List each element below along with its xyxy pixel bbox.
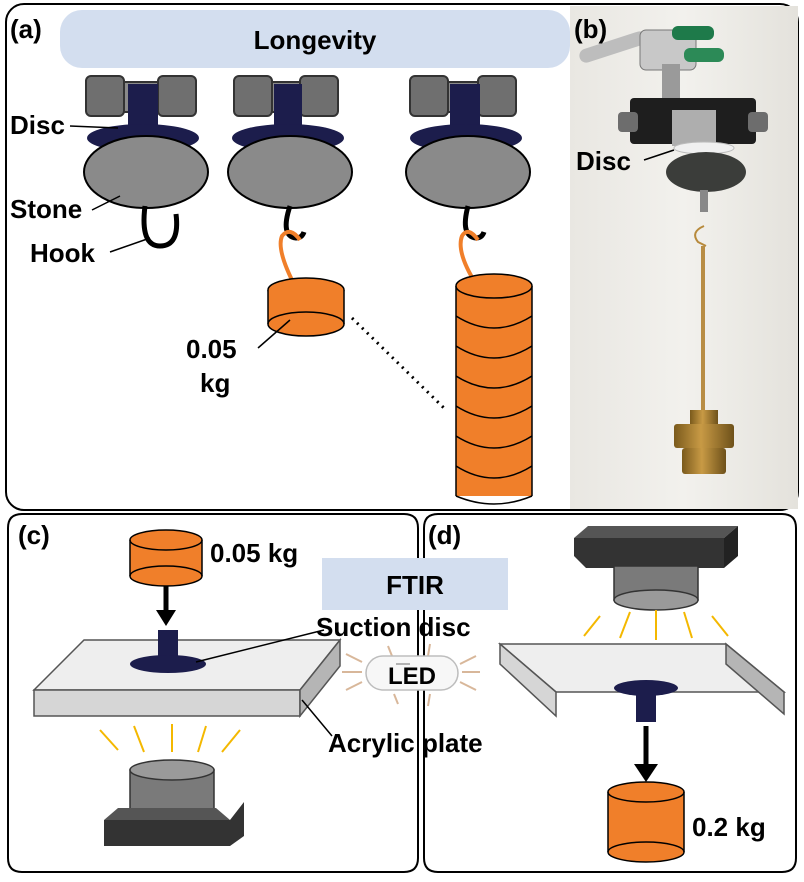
acrylic-plate-label: Acrylic plate <box>328 728 483 758</box>
longevity-banner <box>60 10 570 68</box>
panel-label-c: (c) <box>18 520 50 550</box>
weight-label-d: 0.2 kg <box>692 812 766 842</box>
assembly-2 <box>227 75 353 337</box>
disc-label-b: Disc <box>576 146 631 176</box>
panel-frame-d <box>423 513 797 873</box>
weight-label-c: 0.05 kg <box>210 538 298 568</box>
weight-unit-a: kg <box>200 368 230 398</box>
arrow-down-icon <box>634 764 658 782</box>
light-rays-c <box>99 724 241 753</box>
panel-frame-c <box>7 513 419 873</box>
dotted-connector <box>350 316 448 412</box>
led-label: LED <box>388 663 436 690</box>
hook <box>141 205 180 249</box>
panel-label-a: (a) <box>10 14 42 44</box>
stone-label: Stone <box>10 194 82 224</box>
camera-d <box>574 526 738 611</box>
panel-label-d: (d) <box>428 520 461 550</box>
panel-label-b: (b) <box>574 14 607 44</box>
longevity-label: Longevity <box>254 25 377 55</box>
hook-label: Hook <box>30 238 96 268</box>
assembly-1 <box>83 75 209 249</box>
suction-disc-label: Suction disc <box>316 612 471 642</box>
assembly-3 <box>405 75 533 505</box>
stacked-weights <box>456 286 532 496</box>
ftir-label: FTIR <box>386 570 444 600</box>
arrow-down-icon <box>156 610 176 626</box>
stone <box>83 135 209 209</box>
weight-c <box>129 529 203 587</box>
photo-b <box>570 6 798 509</box>
disc-label: Disc <box>10 110 65 140</box>
ftir-banner <box>322 558 508 610</box>
suction-disc-stem <box>158 630 178 662</box>
led <box>342 643 480 707</box>
camera-c <box>104 759 244 846</box>
weight-value-a: 0.05 <box>186 334 237 364</box>
weight-d <box>607 781 685 863</box>
light-rays-d <box>583 610 729 640</box>
suction-disc <box>130 655 206 673</box>
